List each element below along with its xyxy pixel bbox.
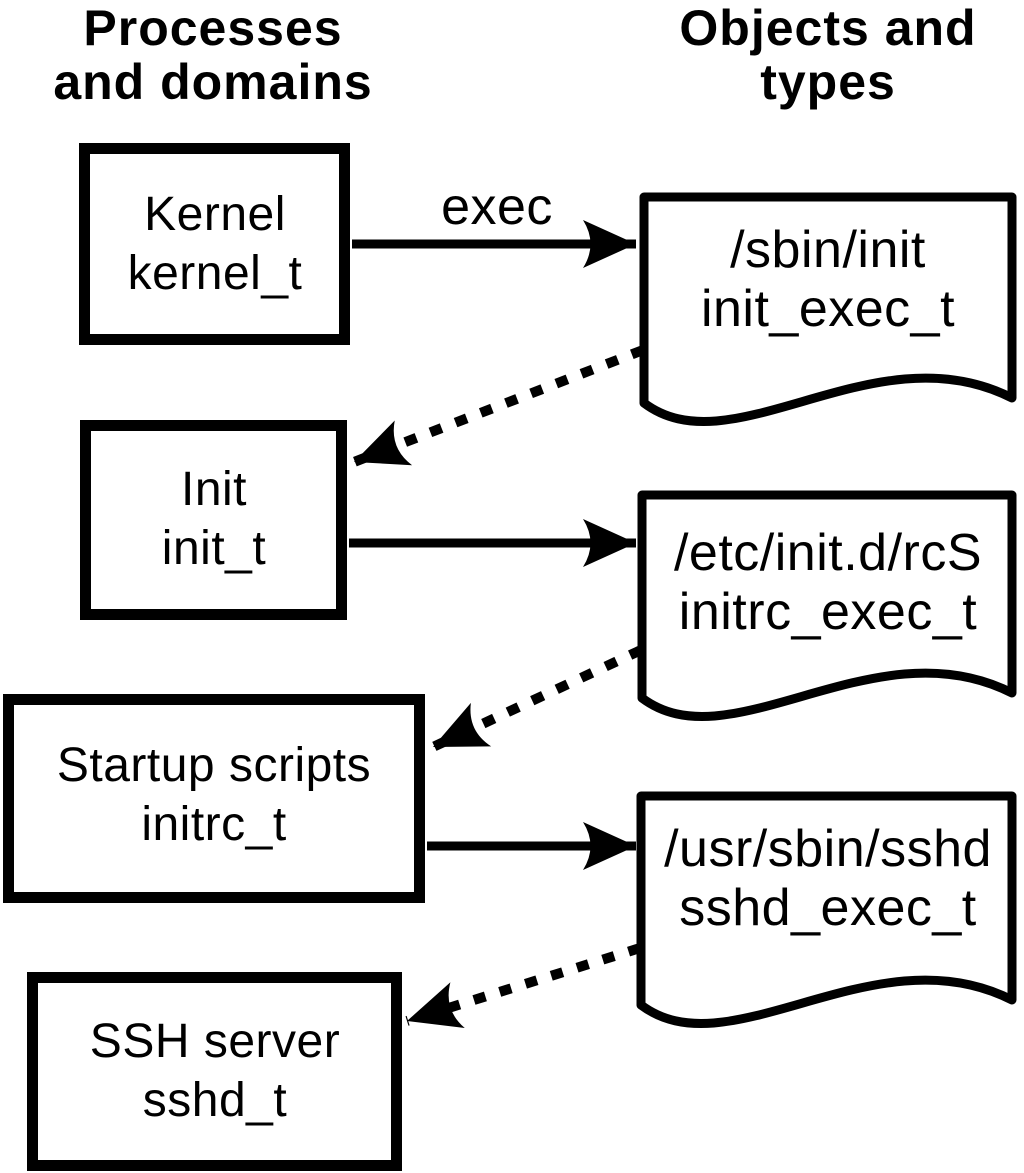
process-box-init: Init init_t [80, 420, 347, 620]
process-box-kernel: Kernel kernel_t [79, 143, 350, 345]
ssh-server-box-shape [27, 972, 402, 1171]
init-box-shape [80, 420, 347, 620]
object-doc-etc-initd-rcS: /etc/init.d/rcS initrc_exec_t [637, 490, 1017, 721]
transition-arrow-sshd-exec-to-sshd [405, 943, 642, 1029]
etc-initd-rcS-doc-type: initrc_exec_t [679, 583, 977, 641]
process-box-ssh-server: SSH server sshd_t [27, 972, 402, 1171]
etc-initd-rcS-doc-path: /etc/init.d/rcS [674, 524, 982, 582]
init-box-type: init_t [162, 522, 266, 575]
processes-header-line1: Processes [83, 0, 342, 56]
etc-initd-rcS-doc-shape [637, 490, 1017, 721]
exec-arrow-label: exec [441, 178, 553, 236]
sbin-init-doc-shape [639, 192, 1017, 426]
object-doc-usr-sbin-sshd: /usr/sbin/sshd sshd_exec_t [636, 791, 1017, 1028]
startup-scripts-box-type: initrc_t [141, 798, 286, 851]
exec-arrows: exec [349, 178, 636, 870]
usr-sbin-sshd-doc-shape [636, 791, 1017, 1028]
column-header-objects: Objects and types [679, 0, 976, 110]
process-box-startup-scripts: Startup scripts initrc_t [3, 694, 425, 903]
sbin-init-doc-type: init_exec_t [701, 280, 955, 338]
objects-header-line2: types [760, 54, 896, 110]
ssh-server-box-name: SSH server [90, 1015, 340, 1068]
kernel-box-type: kernel_t [128, 247, 303, 300]
object-doc-sbin-init: /sbin/init init_exec_t [639, 192, 1017, 426]
kernel-box-name: Kernel [144, 188, 286, 241]
sbin-init-doc-path: /sbin/init [730, 221, 926, 279]
usr-sbin-sshd-doc-path: /usr/sbin/sshd [664, 820, 992, 878]
ssh-server-box-type: sshd_t [143, 1074, 287, 1127]
transition-arrow-sbin-init-to-init [352, 345, 645, 467]
column-header-processes: Processes and domains [53, 0, 372, 110]
startup-scripts-box-name: Startup scripts [57, 739, 371, 792]
usr-sbin-sshd-doc-type: sshd_exec_t [679, 879, 977, 937]
startup-scripts-box-shape [3, 694, 425, 903]
processes-header-line2: and domains [53, 54, 372, 110]
objects-header-line1: Objects and [679, 0, 976, 56]
init-box-name: Init [181, 463, 247, 516]
transition-arrow-rcS-to-initrc [430, 645, 644, 752]
transition-arrows [352, 345, 645, 1029]
kernel-box-shape [79, 143, 350, 345]
